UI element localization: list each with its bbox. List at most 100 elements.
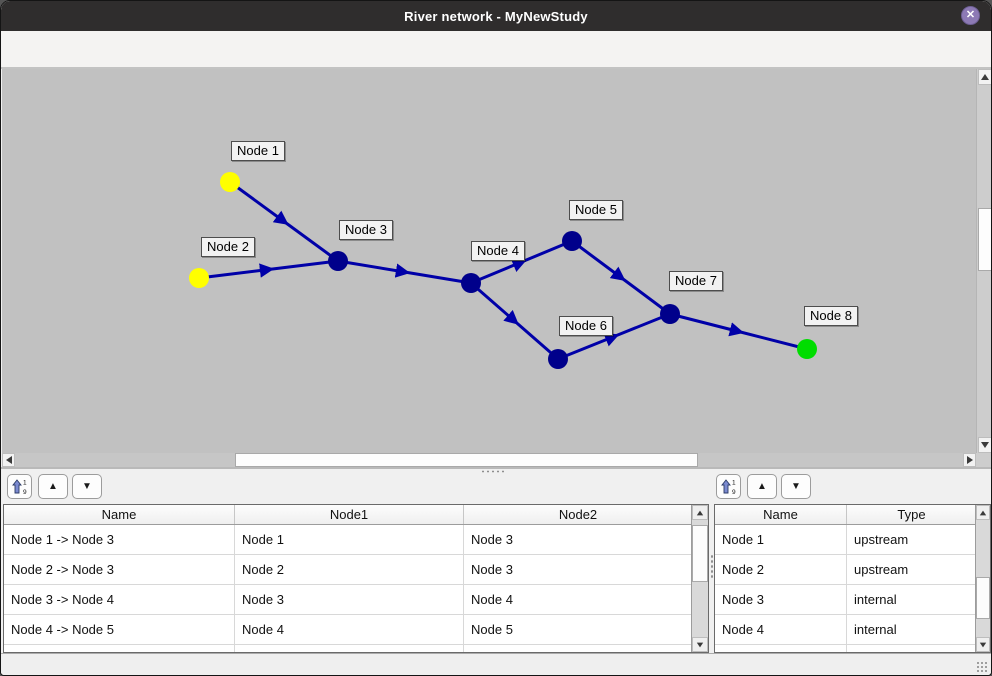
scroll-down-button[interactable] bbox=[976, 637, 990, 652]
scroll-left-button[interactable] bbox=[2, 453, 15, 467]
table-cell: Node 4 bbox=[715, 615, 847, 644]
scroll-right-icon bbox=[966, 456, 973, 464]
branches-sort-button[interactable]: 1 9 bbox=[7, 474, 32, 499]
table-cell: Node 1 bbox=[715, 525, 847, 554]
edge-node-6-node-7[interactable] bbox=[557, 312, 671, 361]
down-arrow-icon: ▼ bbox=[82, 481, 92, 492]
column-header-name[interactable]: Name bbox=[715, 505, 847, 524]
hscroll-thumb[interactable] bbox=[235, 453, 698, 467]
up-arrow-icon: ▲ bbox=[757, 481, 767, 492]
edge-node-7-node-8[interactable] bbox=[669, 312, 808, 351]
column-header-node1[interactable]: Node1 bbox=[235, 505, 464, 524]
vscroll-thumb[interactable] bbox=[692, 525, 708, 582]
scroll-up-icon bbox=[981, 74, 989, 80]
table-cell bbox=[235, 645, 464, 652]
column-header-node2[interactable]: Node2 bbox=[464, 505, 693, 524]
node-label-node-5[interactable]: Node 5 bbox=[569, 200, 623, 220]
node-label-node-2[interactable]: Node 2 bbox=[201, 237, 255, 257]
node-label-node-8[interactable]: Node 8 bbox=[804, 306, 858, 326]
table-cell: Node 3 bbox=[464, 525, 693, 554]
titlebar[interactable]: River network - MyNewStudy ✕ bbox=[1, 1, 991, 31]
scroll-down-button[interactable] bbox=[978, 437, 991, 453]
scroll-right-button[interactable] bbox=[963, 453, 976, 467]
node-node-4[interactable] bbox=[461, 273, 481, 293]
close-icon: ✕ bbox=[965, 9, 976, 21]
column-header-type[interactable]: Type bbox=[847, 505, 977, 524]
table-row[interactable] bbox=[715, 645, 990, 652]
branches-table-vscrollbar[interactable] bbox=[691, 505, 708, 652]
node-node-6[interactable] bbox=[548, 349, 568, 369]
horizontal-splitter[interactable] bbox=[1, 467, 991, 473]
close-button[interactable]: ✕ bbox=[961, 6, 980, 25]
table-cell: Node 4 -> Node 5 bbox=[4, 615, 235, 644]
node-label-node-4[interactable]: Node 4 bbox=[471, 241, 525, 261]
nodes-move-up-button[interactable]: ▲ bbox=[747, 474, 777, 499]
table-cell bbox=[847, 645, 977, 652]
scroll-down-button[interactable] bbox=[692, 637, 708, 652]
node-node-2[interactable] bbox=[189, 268, 209, 288]
canvas-hscrollbar[interactable] bbox=[2, 453, 976, 467]
vertical-splitter[interactable] bbox=[710, 554, 715, 580]
resize-grip[interactable] bbox=[976, 661, 988, 673]
scroll-up-button[interactable] bbox=[976, 505, 990, 520]
main-toolbar bbox=[1, 31, 991, 92]
nodes-table-vscrollbar[interactable] bbox=[975, 505, 990, 652]
column-header-name[interactable]: Name bbox=[4, 505, 235, 524]
node-node-5[interactable] bbox=[562, 231, 582, 251]
table-cell: Node 2 bbox=[715, 555, 847, 584]
node-label-node-3[interactable]: Node 3 bbox=[339, 220, 393, 240]
scroll-up-icon bbox=[696, 510, 704, 515]
edge-node-5-node-7[interactable] bbox=[571, 239, 671, 316]
nodes-move-down-button[interactable]: ▼ bbox=[781, 474, 811, 499]
canvas-vscrollbar[interactable] bbox=[976, 69, 991, 453]
branches-move-up-button[interactable]: ▲ bbox=[38, 474, 68, 499]
node-label-node-6[interactable]: Node 6 bbox=[559, 316, 613, 336]
statusbar bbox=[1, 653, 991, 675]
node-node-8[interactable] bbox=[797, 339, 817, 359]
scroll-down-icon bbox=[981, 442, 989, 448]
svg-text:1: 1 bbox=[23, 480, 27, 487]
node-label-node-7[interactable]: Node 7 bbox=[669, 271, 723, 291]
vscroll-thumb[interactable] bbox=[978, 208, 991, 271]
nodes-sort-button[interactable]: 1 9 bbox=[716, 474, 741, 499]
table-cell: Node 3 bbox=[715, 585, 847, 614]
node-node-7[interactable] bbox=[660, 304, 680, 324]
edge-node-4-node-5[interactable] bbox=[470, 239, 573, 285]
branches-move-down-button[interactable]: ▼ bbox=[72, 474, 102, 499]
table-cell: upstream bbox=[847, 555, 977, 584]
table-cell: Node 4 bbox=[464, 585, 693, 614]
table-cell: upstream bbox=[847, 525, 977, 554]
scroll-up-button[interactable] bbox=[978, 69, 991, 85]
edge-node-4-node-6[interactable] bbox=[470, 281, 559, 361]
vscroll-thumb[interactable] bbox=[976, 577, 990, 619]
scroll-up-button[interactable] bbox=[692, 505, 708, 520]
table-cell: Node 2 -> Node 3 bbox=[4, 555, 235, 584]
node-label-node-1[interactable]: Node 1 bbox=[231, 141, 285, 161]
edge-node-2-node-3[interactable] bbox=[198, 259, 339, 280]
node-node-1[interactable] bbox=[220, 172, 240, 192]
node-node-3[interactable] bbox=[328, 251, 348, 271]
edge-node-3-node-4[interactable] bbox=[337, 259, 472, 285]
network-canvas[interactable]: Node 1 Node 2 Node 3 Node 4 Node 5 Node 6 Node… bbox=[2, 69, 976, 453]
scrollbar-corner bbox=[976, 453, 991, 467]
table-row[interactable] bbox=[4, 645, 708, 652]
edge-node-1-node-3[interactable] bbox=[229, 180, 339, 263]
table-cell: Node 3 bbox=[235, 585, 464, 614]
table-cell bbox=[4, 645, 235, 652]
scroll-down-icon bbox=[696, 642, 704, 647]
table-cell: Node 4 bbox=[235, 615, 464, 644]
